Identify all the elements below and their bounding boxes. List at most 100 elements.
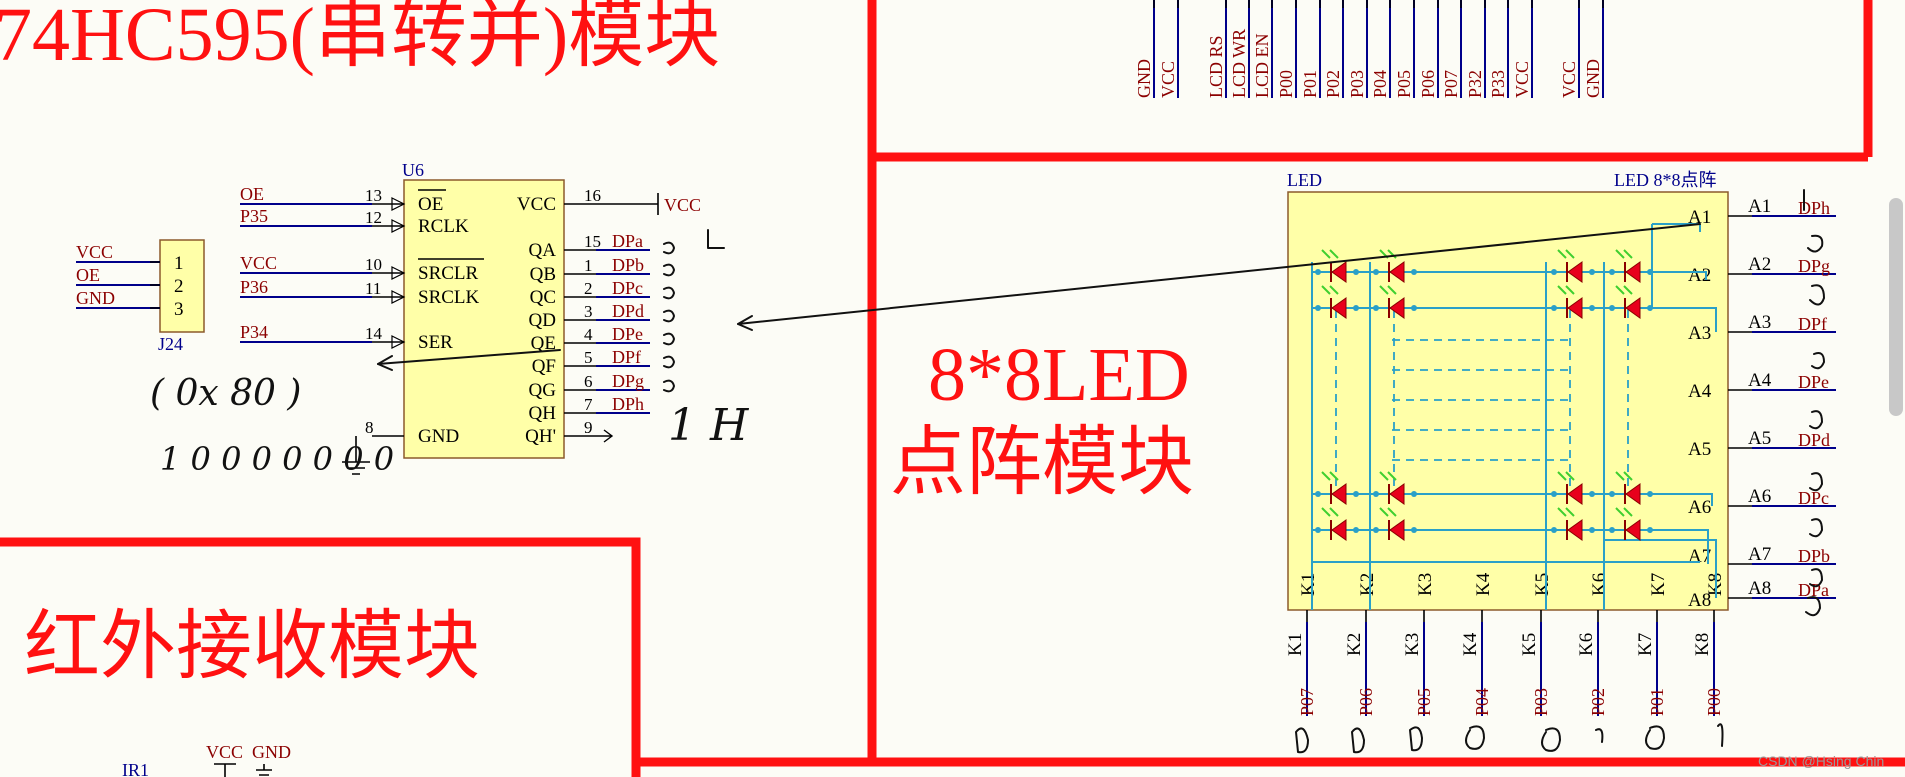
- led-node: [1411, 491, 1417, 497]
- led-node: [1373, 305, 1379, 311]
- matrix-row-pin-label: A2: [1748, 254, 1771, 275]
- led-light-ray: [1557, 285, 1575, 295]
- led-triangle: [1331, 519, 1347, 541]
- header-pin-label: P06: [1418, 70, 1438, 98]
- matrix-col-pin-label: K8: [1692, 633, 1713, 656]
- matrix-col-label: K1: [1298, 573, 1319, 596]
- header-pin-label: VCC: [1158, 61, 1178, 98]
- u6-right-net: VCC: [664, 195, 701, 215]
- header-pin-label: P01: [1300, 70, 1320, 98]
- u6-left-num: 8: [365, 418, 374, 437]
- j24-net-2: OE: [76, 265, 100, 285]
- led-diode: [1609, 507, 1653, 541]
- u6-left-num: 13: [365, 186, 382, 205]
- led-node: [1353, 491, 1359, 497]
- led-triangle: [1389, 297, 1405, 319]
- u6-right-net: DPg: [612, 371, 644, 391]
- led-node: [1647, 491, 1653, 497]
- matrix-row-label: A4: [1688, 381, 1712, 402]
- matrix-row-pin-label: A8: [1748, 578, 1771, 599]
- u6-right-net: DPb: [612, 255, 644, 275]
- u6-right-num: 2: [584, 279, 593, 298]
- matrix-col-net: P01: [1647, 688, 1667, 716]
- led-node: [1551, 527, 1557, 533]
- matrix-row-net: DPb: [1798, 546, 1830, 566]
- matrix-row-pin-label: A1: [1748, 196, 1771, 217]
- led-module-title-line2: 点阵模块: [890, 421, 1194, 505]
- u6-left-net: P36: [240, 277, 268, 297]
- matrix-col-pin-label: K4: [1460, 632, 1481, 656]
- led-triangle: [1331, 483, 1347, 505]
- matrix-row-label: A6: [1688, 497, 1711, 518]
- hand-scribble-output: [663, 379, 675, 393]
- led-light-ray: [1321, 285, 1339, 295]
- led-triangle: [1389, 519, 1405, 541]
- matrix-col-label: K3: [1415, 573, 1436, 596]
- header-pin-label: P07: [1441, 70, 1461, 98]
- led-node: [1647, 305, 1653, 311]
- led-node: [1589, 491, 1595, 497]
- led-diode: [1551, 471, 1595, 505]
- u6-vcc-symbol: [596, 193, 659, 215]
- u6-right-name: QC: [530, 287, 556, 308]
- hand-mark-qa: [707, 229, 725, 249]
- led-diode: [1373, 471, 1417, 505]
- matrix-row-net: DPf: [1798, 314, 1827, 334]
- led-node: [1609, 269, 1615, 275]
- led-light-ray: [1615, 471, 1633, 481]
- led-diode: [1551, 285, 1595, 319]
- u6-right-num: 9: [584, 418, 593, 437]
- header-pin-label: P03: [1347, 70, 1367, 98]
- watermark: CSDN @Hsing Chin: [1758, 753, 1884, 769]
- led-node: [1353, 305, 1359, 311]
- u6-right-net: DPd: [612, 301, 644, 321]
- led-light-ray: [1379, 507, 1397, 517]
- led-node: [1315, 305, 1321, 311]
- header-pin-label: GND: [1583, 59, 1603, 98]
- led-triangle: [1625, 297, 1641, 319]
- header-pin-label: LCD WR: [1229, 29, 1249, 98]
- matrix-row-label: A5: [1688, 439, 1711, 460]
- matrix-row-pin-label: A3: [1748, 312, 1771, 333]
- led-node: [1353, 527, 1359, 533]
- led-light-ray: [1615, 249, 1633, 259]
- u6-right-num: 1: [584, 256, 593, 275]
- led-node: [1551, 305, 1557, 311]
- header-pin-label: P04: [1370, 70, 1390, 98]
- hand-arrow-qe: [377, 349, 561, 365]
- vertical-scrollbar-thumb[interactable]: [1889, 198, 1903, 416]
- led-triangle: [1331, 261, 1347, 283]
- u6-left-name: SER: [418, 332, 453, 353]
- u6-right-num: 5: [584, 348, 593, 367]
- header-pin-label: P02: [1323, 70, 1343, 98]
- led-light-ray: [1615, 507, 1633, 517]
- u6-right-name: QA: [529, 240, 557, 261]
- u6-left-net: OE: [240, 184, 264, 204]
- matrix-row-pin-label: A6: [1748, 486, 1771, 507]
- led-triangle: [1625, 261, 1641, 283]
- u6-left-name: GND: [418, 426, 459, 447]
- u6-designator: U6: [402, 160, 424, 180]
- led-diode: [1609, 471, 1653, 505]
- matrix-row-label: A2: [1688, 265, 1711, 286]
- header-pin-label: P00: [1276, 70, 1296, 98]
- matrix-row-net: DPe: [1798, 372, 1829, 392]
- j24-pin-1: 1: [174, 253, 184, 274]
- led-node: [1589, 305, 1595, 311]
- j24-pin-3: 3: [174, 299, 184, 320]
- header-pin-label: VCC: [1559, 61, 1579, 98]
- led-node: [1373, 269, 1379, 275]
- led-node: [1609, 491, 1615, 497]
- u6-right-name: QE: [531, 333, 556, 354]
- matrix-row-net: DPg: [1798, 256, 1830, 276]
- matrix-row-net: DPc: [1798, 488, 1829, 508]
- led-light-ray: [1557, 249, 1575, 259]
- led-designator: LED: [1287, 170, 1322, 190]
- u6-right-name: QD: [529, 310, 556, 331]
- u6-right-num: 15: [584, 232, 601, 251]
- led-diode: [1373, 285, 1417, 319]
- u6-left-num: 12: [365, 208, 382, 227]
